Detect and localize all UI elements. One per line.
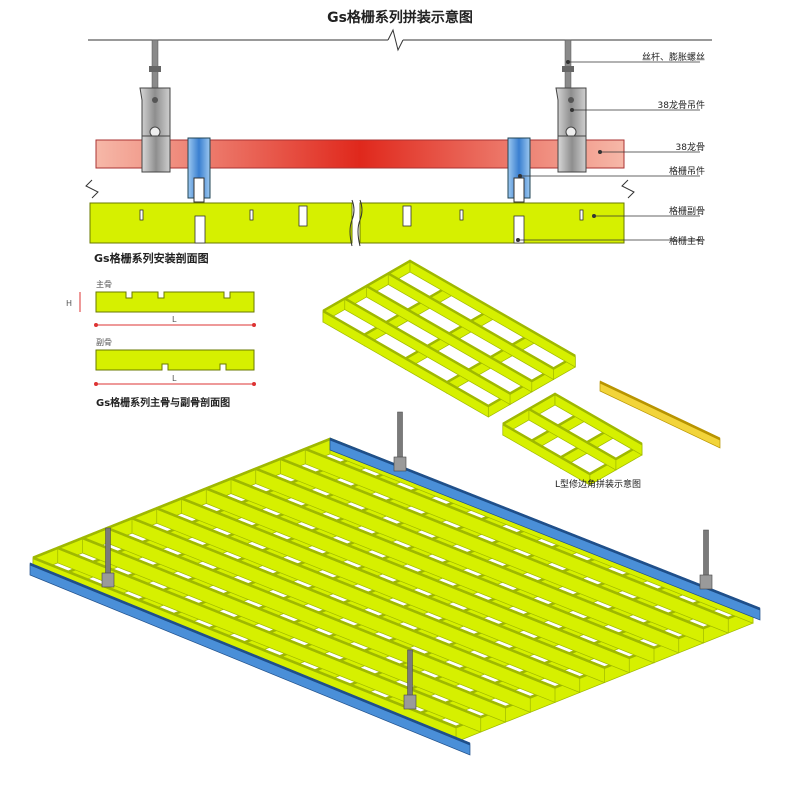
grille-hanger (699, 574, 713, 590)
grille-slat-a (409, 259, 576, 368)
slat-top (329, 437, 761, 611)
slat-top (131, 516, 556, 689)
slat-top (388, 271, 554, 370)
grille-hanger (403, 694, 417, 710)
grille-slat-a (322, 309, 489, 418)
slat-top (366, 284, 533, 383)
small-isometric-grid (322, 259, 576, 418)
large-isometric-grid (29, 411, 761, 756)
slat-top (230, 477, 655, 650)
profile-main-label: 主骨 (96, 279, 112, 289)
grille-slat-a (502, 422, 591, 486)
grille-slat-a (280, 457, 704, 644)
grille-slat-a (366, 284, 533, 393)
grille-slat-a (554, 392, 643, 456)
profile-title: Gs格栅系列主骨与副骨剖面图 (96, 396, 230, 409)
grille-hanger-right (507, 137, 531, 203)
callout-rod: 丝杆、膨胀螺丝 (642, 51, 705, 63)
slat-top (305, 447, 729, 620)
ceiling-line (88, 28, 712, 52)
profile-sub-bone: 副骨 L (94, 338, 256, 386)
zigzag-break-icon (621, 179, 635, 199)
slat-top (599, 380, 721, 441)
l-corner-strip (599, 380, 721, 449)
slat-top (322, 309, 489, 408)
grille-slat-a (181, 496, 605, 684)
carrier-bar-top (329, 437, 761, 621)
height-symbol: H (66, 299, 72, 308)
zigzag-break-icon (387, 28, 404, 52)
zigzag-break-icon (85, 179, 99, 199)
slat-top (206, 486, 630, 660)
grille-slat-a (57, 546, 482, 733)
slat-top (57, 546, 481, 719)
slat-top (82, 536, 506, 709)
section-title: Gs格栅系列安装剖面图 (94, 251, 209, 265)
callout-hanger38: 38龙骨吊件 (658, 99, 705, 111)
threaded-rod-right (562, 39, 574, 91)
grille-slat-a (387, 271, 554, 381)
diagram-title: Gs格栅系列拼装示意图 (327, 9, 473, 26)
lcorner-title: L型修边角拼装示意图 (555, 478, 641, 490)
profile-main-bone: 主骨 H L (66, 279, 256, 327)
keel38-bar (95, 139, 625, 169)
grille-hanger-left (187, 137, 211, 203)
grille-slat-a (131, 516, 556, 703)
grille-slat-a (304, 447, 729, 634)
length-symbol-main: L (172, 315, 177, 324)
slat-top (344, 296, 511, 395)
threaded-rod-left (149, 39, 161, 91)
callout-keel38: 38龙骨 (676, 141, 705, 153)
slat-top (280, 457, 704, 630)
grille-hanger (101, 572, 115, 588)
slat-top (528, 407, 617, 461)
slat-top (156, 506, 580, 679)
grille-slat-a (344, 296, 511, 406)
slat-top (502, 422, 591, 476)
callout-main-bone: 格栅主骨 (669, 235, 705, 247)
callout-grille-hanger: 格栅吊件 (669, 165, 705, 177)
grille-slat-a (255, 467, 680, 654)
profile-sub-label: 副骨 (96, 338, 112, 347)
slat-top (181, 496, 605, 669)
sub-bone-section (89, 199, 625, 247)
slat-top (107, 526, 531, 699)
length-symbol-sub: L (172, 374, 177, 383)
grille-slat-a (205, 486, 630, 674)
grille-slat-a (106, 526, 531, 713)
carrier-bar-bottom (29, 562, 471, 756)
slat-top (29, 562, 471, 746)
slat-face (366, 286, 533, 393)
grille-hanger (393, 456, 407, 472)
grille-slat-a (82, 536, 506, 723)
slat-top (32, 556, 457, 729)
callout-sub-bone: 格栅副骨 (669, 205, 705, 217)
grille-slat-a (230, 477, 655, 664)
slat-top (409, 259, 576, 358)
l-corner-assembly (502, 380, 721, 486)
slat-top (255, 467, 679, 640)
grille-slat-a (528, 407, 617, 471)
slat-top (554, 392, 643, 446)
grille-slat-a (156, 506, 581, 694)
